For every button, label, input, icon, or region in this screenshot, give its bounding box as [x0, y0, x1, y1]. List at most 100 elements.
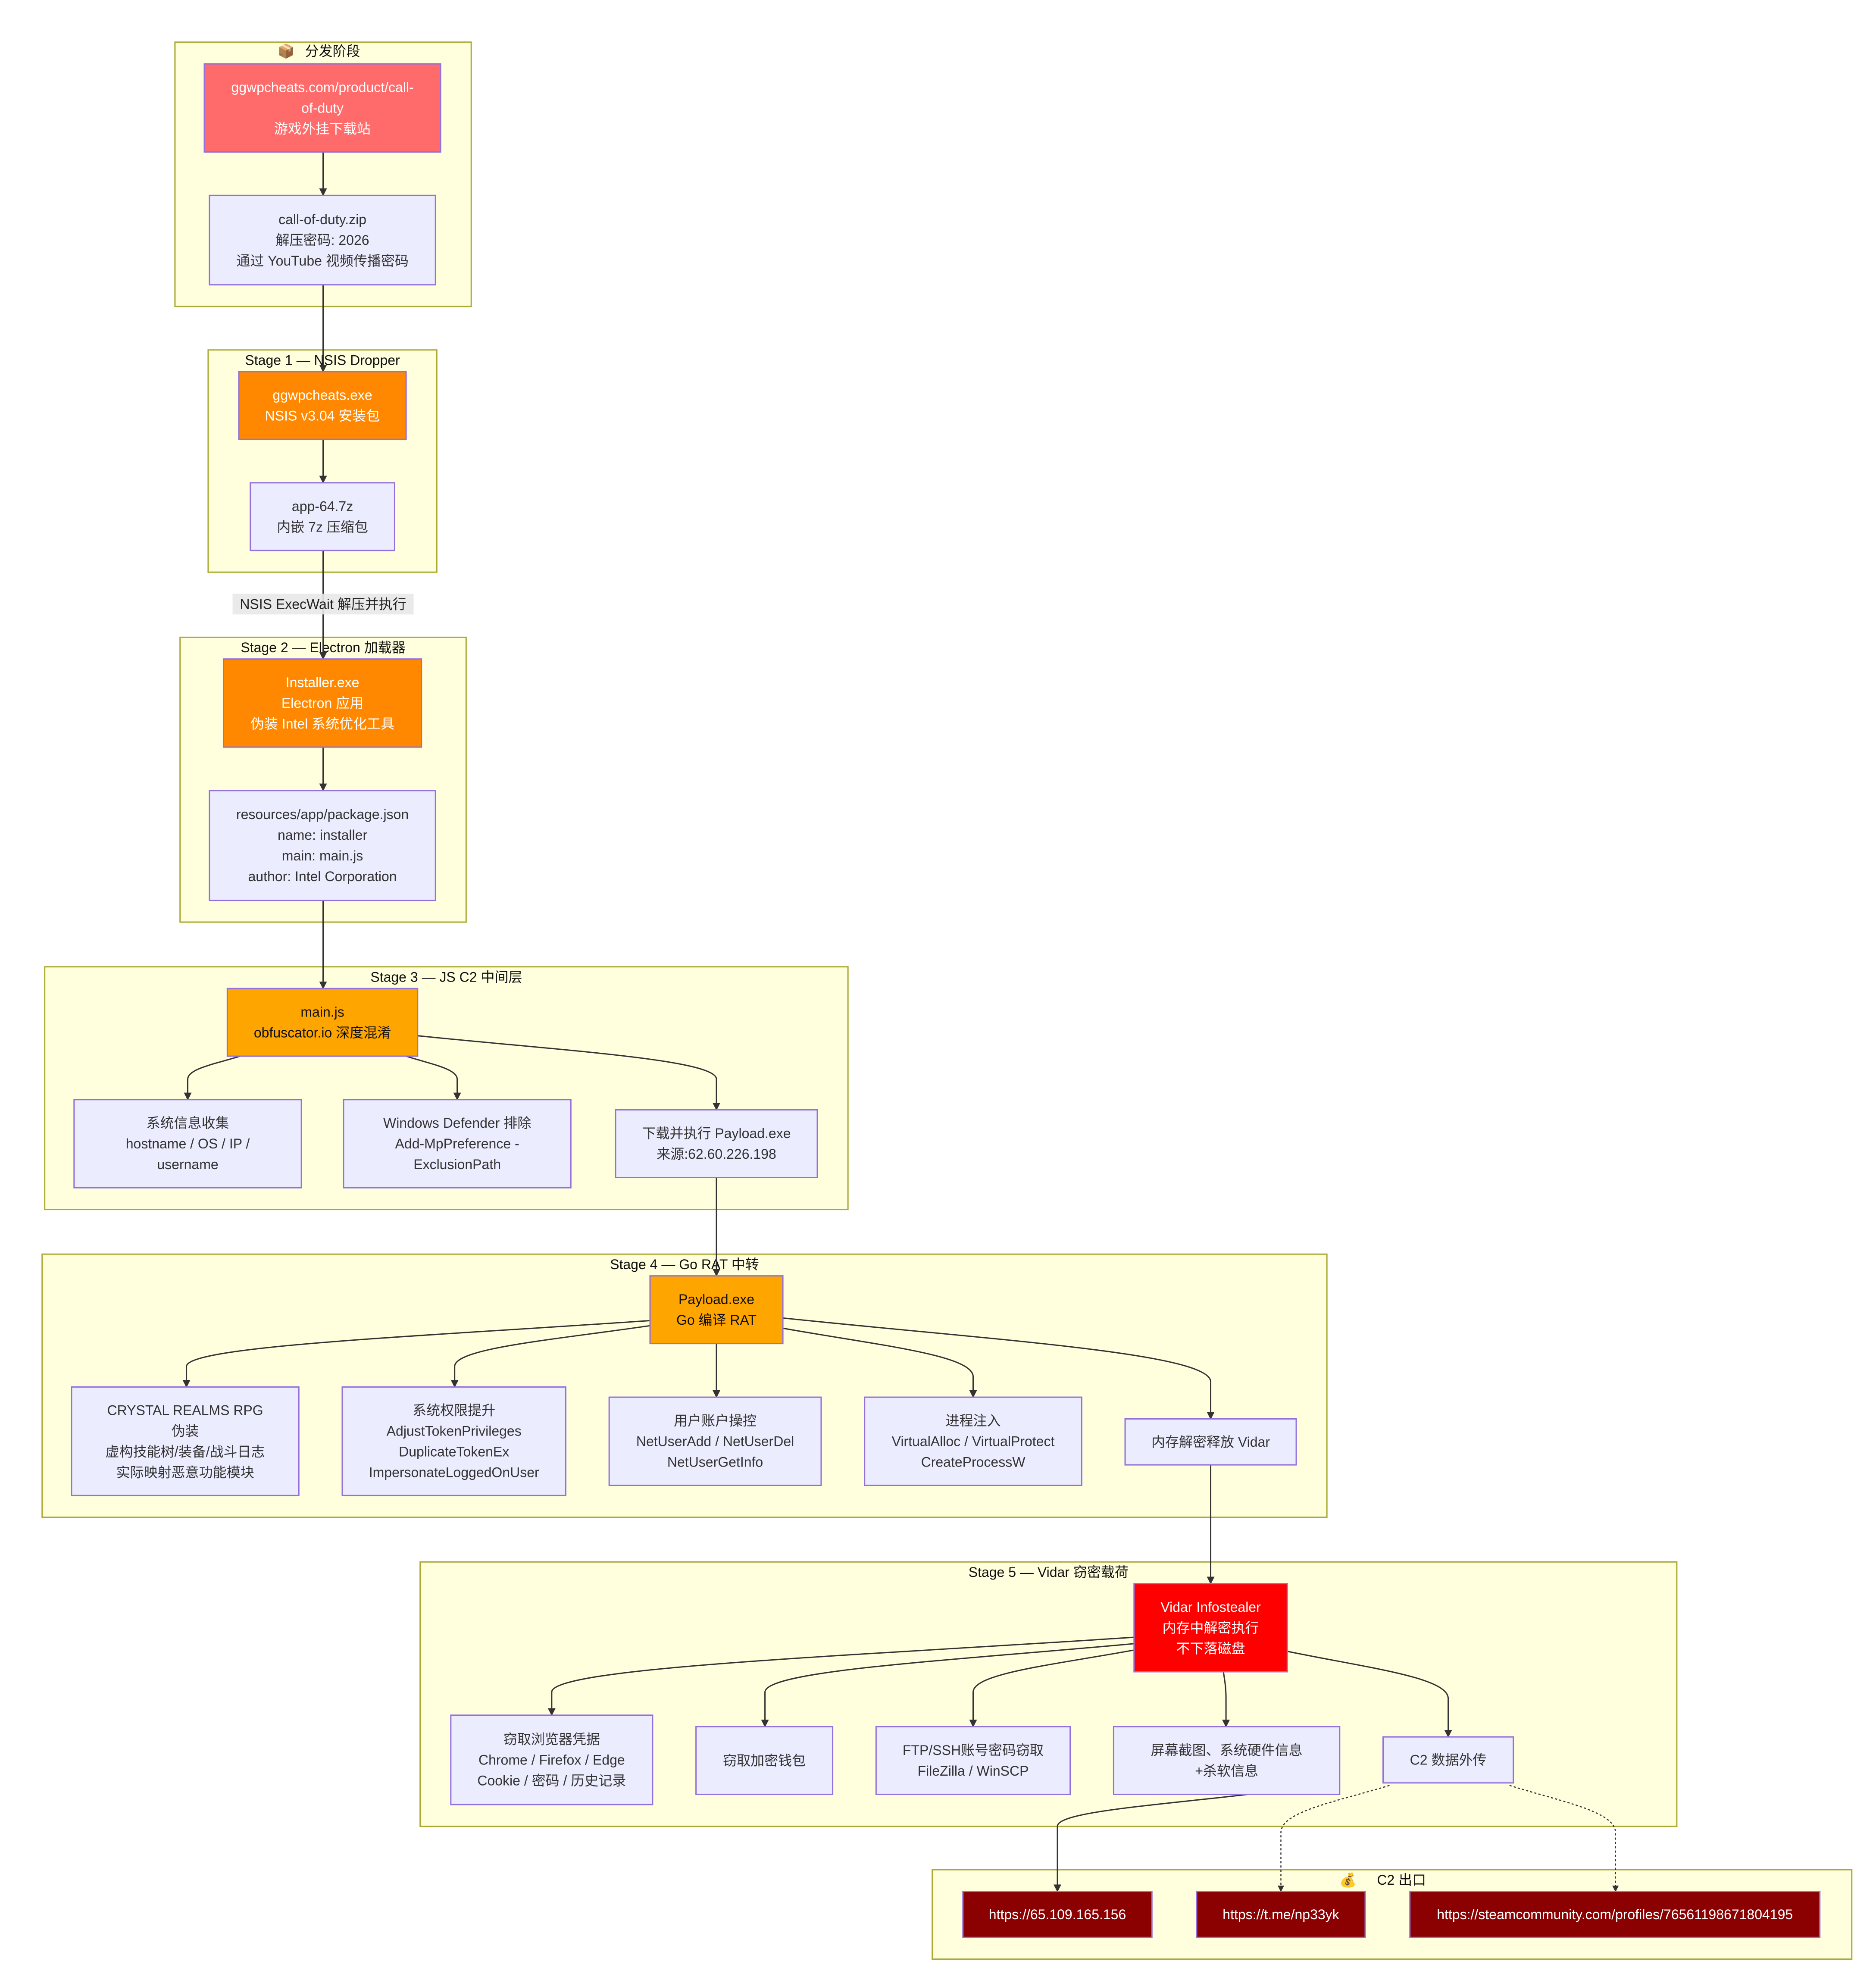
node-sysinfo[interactable]: 系统信息收集 hostname / OS / IP / username: [73, 1099, 302, 1189]
node-app7z[interactable]: app-64.7z 内嵌 7z 压缩包: [250, 482, 395, 551]
node-screenshot[interactable]: 屏幕截图、系统硬件信息+杀软信息: [1113, 1726, 1341, 1795]
edge-mainjs-to-defender: [406, 1055, 461, 1101]
node-box[interactable]: [222, 658, 422, 748]
node-box[interactable]: [450, 1714, 653, 1805]
node-box[interactable]: [209, 194, 436, 286]
node-label-line: 进程注入: [945, 1413, 1001, 1428]
node-label-line: DuplicateTokenEx: [399, 1444, 509, 1459]
node-label-line: https://t.me/np33yk: [1223, 1907, 1339, 1922]
node-pkgjson[interactable]: resources/app/package.json name: installe…: [209, 790, 436, 901]
edge-exfil-to-c2tg: [1277, 1785, 1390, 1892]
node-box[interactable]: [962, 1891, 1153, 1938]
node-mainjs[interactable]: main.js obfuscator.io 深度混淆: [226, 988, 419, 1057]
node-privesc[interactable]: 系统权限提升AdjustTokenPrivilegesDuplicateToke…: [341, 1386, 566, 1496]
node-label-line: ggwpcheats.com/product/call-: [231, 79, 413, 95]
node-label-line: 系统信息收集: [146, 1115, 229, 1131]
node-label-line: 通过 YouTube 视频传播密码: [236, 253, 409, 269]
node-box[interactable]: [1133, 1583, 1288, 1673]
node-label-line: Payload.exe: [678, 1292, 754, 1307]
node-box[interactable]: [649, 1275, 784, 1345]
node-label-line: username: [157, 1157, 218, 1172]
node-label-line: hostname / OS / IP /: [126, 1136, 250, 1151]
edge-payload-to-inject: [782, 1327, 977, 1398]
edge-label: NSIS ExecWait 解压并执行: [232, 594, 414, 615]
node-box[interactable]: [695, 1726, 834, 1795]
node-label-line: 系统权限提升: [413, 1402, 495, 1418]
node-box[interactable]: [1196, 1891, 1366, 1938]
node-label-line: resources/app/package.json: [236, 807, 409, 822]
node-box[interactable]: [1124, 1418, 1297, 1466]
node-box[interactable]: [343, 1099, 572, 1189]
node-label-line: 内嵌 7z 压缩包: [277, 519, 368, 535]
node-label-line: 实际映射恶意功能模块: [116, 1464, 254, 1480]
node-label-line: 虚构技能树/装备/战斗日志: [106, 1444, 265, 1459]
node-box[interactable]: [615, 1109, 818, 1179]
node-label-line: 伪装 Intel 系统优化工具: [250, 716, 394, 732]
node-c2steam[interactable]: https://steamcommunity.com/profiles/7656…: [1409, 1891, 1821, 1938]
node-label-line: 窃取浏览器凭据: [503, 1731, 600, 1747]
node-label-line: https://steamcommunity.com/profiles/7656…: [1437, 1907, 1793, 1922]
edge-vidar-to-exfil: [1287, 1651, 1452, 1738]
edge-payload-to-memdecrypt: [782, 1317, 1215, 1420]
node-useracct[interactable]: 用户账户操控 NetUserAdd / NetUserDelNetUserGetI…: [608, 1396, 822, 1486]
money-bag-icon: 💰: [1339, 1872, 1357, 1888]
node-label-line: Windows Defender 排除: [383, 1115, 531, 1131]
node-label-line: Vidar Infostealer: [1160, 1599, 1261, 1615]
node-box[interactable]: [1409, 1891, 1821, 1938]
node-label-line: 下载并执行 Payload.exe: [642, 1126, 791, 1141]
node-box[interactable]: [341, 1386, 566, 1496]
node-box[interactable]: [209, 790, 436, 901]
node-label-line: name: installer: [278, 827, 367, 843]
node-label-line: 内存中解密执行: [1163, 1620, 1259, 1636]
node-box[interactable]: [608, 1396, 822, 1486]
cluster-title: Stage 5 — Vidar 窃密载荷: [969, 1564, 1129, 1580]
node-box[interactable]: [875, 1726, 1071, 1795]
node-label-line: app-64.7z: [292, 498, 353, 514]
cluster-title: Stage 3 — JS C2 中间层: [370, 969, 522, 985]
edge-payload-to-crystal: [182, 1320, 650, 1388]
node-box[interactable]: [864, 1396, 1082, 1486]
node-box[interactable]: [1382, 1736, 1514, 1784]
node-box[interactable]: [203, 63, 441, 153]
node-box[interactable]: [226, 988, 419, 1057]
node-site[interactable]: ggwpcheats.com/product/call-of-duty游戏外挂下…: [203, 63, 441, 153]
node-label-line: ImpersonateLoggedOnUser: [369, 1464, 539, 1480]
node-label-line: 游戏外挂下载站: [274, 121, 371, 136]
node-label-line: 用户账户操控: [674, 1413, 757, 1428]
node-label-line: Chrome / Firefox / Edge: [478, 1752, 625, 1767]
cluster-title: Stage 4 — Go RAT 中转: [610, 1257, 759, 1272]
node-label-line: FTP/SSH账号密码窃取: [903, 1742, 1044, 1758]
node-box[interactable]: [250, 482, 395, 551]
node-label-line: Go 编译 RAT: [676, 1312, 757, 1328]
node-payload[interactable]: Payload.exe Go 编译 RAT: [649, 1275, 784, 1345]
node-box[interactable]: [238, 371, 407, 440]
node-memdecrypt[interactable]: 内存解密释放 Vidar: [1124, 1418, 1297, 1466]
node-label-line: NetUserAdd / NetUserDel: [636, 1433, 794, 1449]
node-wallet[interactable]: 窃取加密钱包: [695, 1726, 834, 1795]
node-label-line: 窃取加密钱包: [723, 1753, 806, 1768]
node-box[interactable]: [73, 1099, 302, 1189]
node-label-line: Installer.exe: [286, 675, 360, 690]
edge-mainjs-to-sysinfo: [184, 1055, 241, 1101]
node-label-line: NetUserGetInfo: [667, 1454, 763, 1470]
node-c2ip[interactable]: https://65.109.165.156: [962, 1891, 1153, 1938]
node-crystal[interactable]: CRYSTAL REALMS RPG伪装虚构技能树/装备/战斗日志实际映射恶意功…: [71, 1386, 300, 1496]
node-label-line: https://65.109.165.156: [989, 1907, 1126, 1922]
node-label-line: author: Intel Corporation: [248, 869, 397, 884]
node-label-line: main.js: [300, 1004, 344, 1020]
node-label-line: obfuscator.io 深度混淆: [254, 1025, 391, 1041]
node-box[interactable]: [1113, 1726, 1341, 1795]
node-exfil[interactable]: C2 数据外传: [1382, 1736, 1514, 1784]
node-box[interactable]: [71, 1386, 300, 1496]
node-label-line: ExclusionPath: [413, 1157, 501, 1172]
node-c2tg[interactable]: https://t.me/np33yk: [1196, 1891, 1366, 1938]
